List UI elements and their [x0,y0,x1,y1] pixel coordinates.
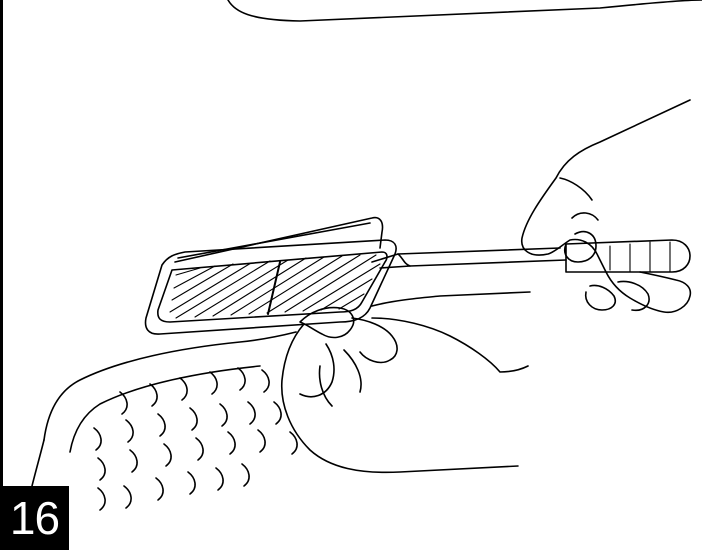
filter-mesh [170,255,380,318]
vent-bumps [94,368,297,510]
step-number-badge: 16 [0,486,69,550]
appliance-body [44,332,296,440]
appliance-top-edge [228,0,702,21]
right-hand [522,100,691,312]
screwdriver-handle [566,240,690,272]
